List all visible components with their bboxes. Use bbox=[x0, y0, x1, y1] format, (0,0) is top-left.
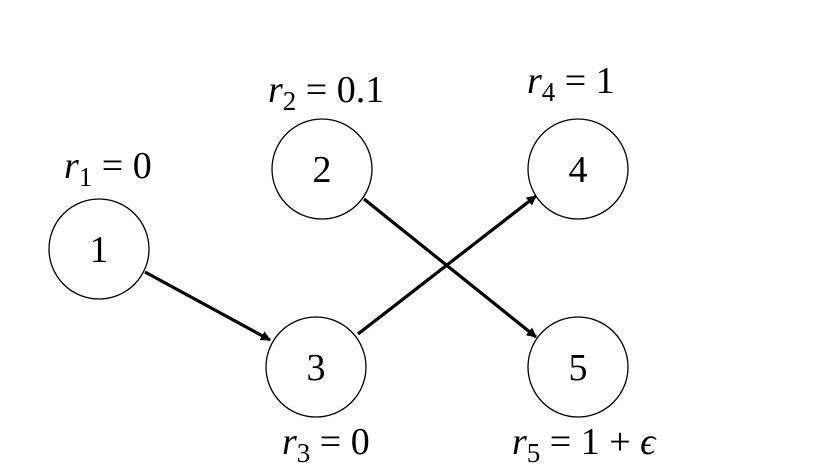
reward-label-3: r3 = 0 bbox=[282, 421, 370, 467]
reward-label-4: r4 = 1 bbox=[527, 60, 615, 107]
node-4-label: 4 bbox=[569, 149, 588, 191]
reward-4-sub: 4 bbox=[542, 77, 556, 107]
reward-label-2: r2 = 0.1 bbox=[268, 69, 384, 116]
node-4: 4 bbox=[527, 118, 629, 220]
node-1-label: 1 bbox=[90, 229, 109, 271]
edges bbox=[144, 194, 538, 342]
reward-label-1: r1 = 0 bbox=[64, 145, 152, 192]
reward-2-var: r bbox=[268, 69, 283, 111]
node-3: 3 bbox=[265, 316, 367, 418]
node-2: 2 bbox=[271, 118, 373, 220]
node-1: 1 bbox=[48, 198, 150, 300]
reward-1-sub: 1 bbox=[79, 162, 93, 192]
node-5-circle bbox=[527, 316, 629, 418]
reward-2-sub: 2 bbox=[283, 86, 297, 116]
node-1-circle bbox=[48, 198, 150, 300]
reward-5-sub: 5 bbox=[527, 438, 541, 467]
epsilon-symbol: ϵ bbox=[640, 421, 657, 463]
node-5-label: 5 bbox=[569, 347, 588, 389]
reward-1-value: = 0 bbox=[92, 145, 151, 187]
node-2-circle bbox=[271, 118, 373, 220]
reward-1-var: r bbox=[64, 145, 79, 187]
node-4-circle bbox=[527, 118, 629, 220]
edge-1-to-3 bbox=[144, 270, 271, 342]
reward-4-value: = 1 bbox=[555, 60, 614, 102]
reward-5-value: = 1 + bbox=[540, 421, 640, 463]
node-3-label: 3 bbox=[307, 347, 326, 389]
reward-2-value: = 0.1 bbox=[296, 69, 384, 111]
node-3-circle bbox=[265, 316, 367, 418]
edge-2-to-5 bbox=[362, 197, 538, 339]
reward-label-5: r5 = 1 + ϵ bbox=[512, 421, 657, 467]
reward-3-value: = 0 bbox=[310, 421, 369, 463]
node-2-label: 2 bbox=[313, 149, 332, 191]
node-5: 5 bbox=[527, 316, 629, 418]
reward-4-var: r bbox=[527, 60, 542, 102]
reward-3-sub: 3 bbox=[297, 438, 311, 467]
reward-3-var: r bbox=[282, 421, 297, 463]
reward-5-var: r bbox=[512, 421, 527, 463]
